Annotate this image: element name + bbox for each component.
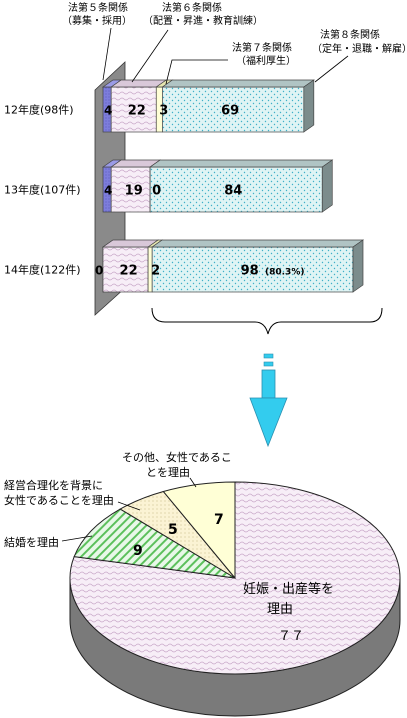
pie-chart: 9 5 7 妊娠・出産等を 理由 ７７ 結婚を理由 経営合理化を背景に 女性であるこ… bbox=[4, 450, 401, 717]
bar-segment bbox=[110, 166, 151, 213]
pie-label-main-value: ７７ bbox=[278, 629, 304, 644]
bar-end-face bbox=[352, 239, 364, 293]
pie-value-label: 9 bbox=[133, 543, 143, 559]
bar-value-label: 0 bbox=[95, 264, 103, 278]
leader-s5 bbox=[102, 27, 112, 81]
pie-value-label: 5 bbox=[168, 522, 178, 538]
bar-segment-top bbox=[161, 79, 315, 88]
leader-s6 bbox=[131, 29, 169, 83]
legend-s5-name: 法第５条関係 bbox=[68, 1, 128, 14]
bar-value-label: 2 bbox=[151, 264, 160, 279]
pie-value-label: 7 bbox=[214, 512, 224, 528]
legend-s8-sub: （定年・退職・解雇） bbox=[312, 42, 407, 55]
bar-segment bbox=[162, 86, 305, 133]
bar-value-label: 0 bbox=[152, 184, 161, 199]
pie-label-main-2: 理由 bbox=[267, 602, 293, 617]
bar-end-face bbox=[303, 79, 315, 133]
category-label: 14年度(122件) bbox=[4, 263, 81, 277]
pie-label-other-1: その他、女性であるこ bbox=[122, 450, 232, 464]
bar-value-label: 22 bbox=[128, 104, 146, 119]
stacked-bar-chart: 12年度(98件) 13年度(107件) 14年度(122件) 4 22 3 69 4 19 0… bbox=[4, 61, 365, 316]
legend-s6-sub: （配置・昇進・教育訓練） bbox=[143, 14, 263, 27]
bar-segment bbox=[151, 246, 354, 293]
pie-slices bbox=[69, 481, 401, 675]
legend-s5-sub: （募集・採用） bbox=[62, 14, 132, 27]
legend-s7-name: 法第７条関係 bbox=[232, 41, 292, 54]
pie-slice bbox=[73, 508, 236, 579]
bar-end-face bbox=[321, 159, 333, 213]
pie-label-marriage: 結婚を理由 bbox=[4, 535, 59, 549]
bar-segment bbox=[149, 166, 323, 213]
pie-label-rational-2: 女性であることを理由 bbox=[4, 493, 114, 507]
category-labels: 12年度(98件) 13年度(107件) 14年度(122件) bbox=[4, 103, 81, 277]
leader-marriage bbox=[61, 535, 93, 542]
bar-value-label: 84 bbox=[224, 184, 242, 199]
bar-segment-top bbox=[151, 239, 365, 248]
leader-s7 bbox=[165, 59, 228, 85]
bar-value-label: 69 bbox=[221, 104, 239, 119]
pie-label-rational-1: 経営合理化を背景に bbox=[4, 478, 103, 492]
bar-value-label: 3 bbox=[159, 104, 168, 119]
down-arrow bbox=[249, 353, 288, 448]
legend-s6-name: 法第６条関係 bbox=[162, 1, 222, 14]
bar-legend: 法第５条関係 （募集・採用） 法第６条関係 （配置・昇進・教育訓練） 法第７条関… bbox=[62, 1, 407, 85]
bars-layer bbox=[101, 79, 365, 293]
bar-value-label: 22 bbox=[120, 264, 138, 279]
legend-s7-sub: （福利厚生） bbox=[236, 54, 296, 67]
bar-value-label: 4 bbox=[104, 184, 112, 198]
leader-rational bbox=[117, 501, 141, 511]
bar-value-label: 98 bbox=[241, 264, 259, 279]
legend-s8-name: 法第８条関係 bbox=[320, 28, 380, 41]
bar-annotation: (80.3%) bbox=[265, 268, 304, 278]
pie-label-other-2: とを理由 bbox=[146, 465, 190, 479]
leader-s8 bbox=[314, 55, 349, 83]
bar-segment-top bbox=[149, 159, 334, 168]
category-label: 13年度(107件) bbox=[4, 183, 81, 197]
category-label: 12年度(98件) bbox=[4, 103, 74, 117]
bar-value-label: 4 bbox=[104, 104, 112, 118]
pie-value-labels: 9 5 7 bbox=[133, 512, 224, 559]
pie-slice bbox=[162, 481, 236, 580]
grouping-brace bbox=[151, 307, 383, 335]
pie-label-main-1: 妊娠・出産等を bbox=[243, 581, 334, 597]
bar-value-label: 19 bbox=[125, 184, 143, 199]
leader-other bbox=[189, 477, 197, 488]
